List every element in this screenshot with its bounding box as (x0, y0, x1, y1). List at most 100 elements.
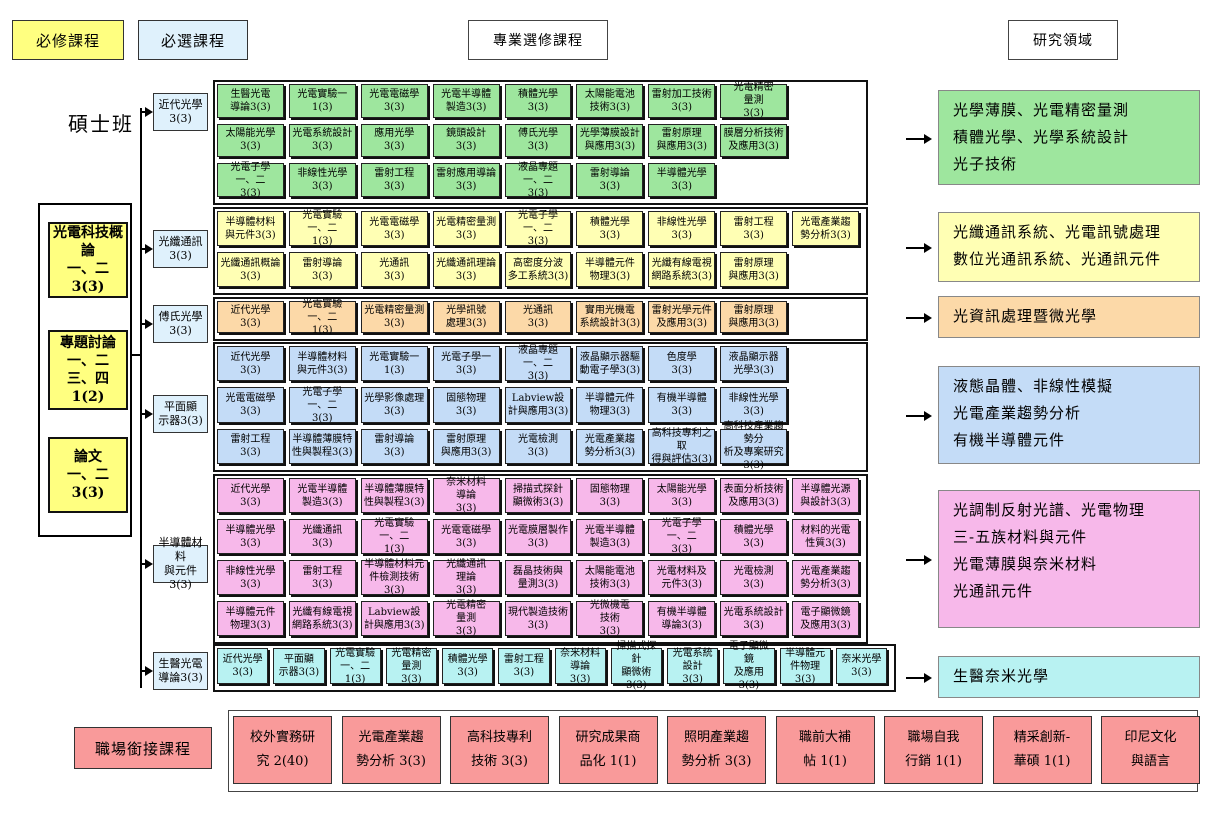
course-cell: 雷射原理 與應用3(3) (720, 252, 788, 287)
workplace-course: 印尼文化 與語言 (1101, 716, 1200, 784)
course-cell: 積體光學 3(3) (504, 84, 572, 118)
workplace-course: 光電產業趨 勢分析 3(3) (341, 716, 441, 784)
course-cell: 光電半導體 製造3(3) (288, 478, 356, 513)
course-cell: 光電系統設計 3(3) (288, 123, 356, 158)
course-cell: 光電電磁學 3(3) (217, 387, 284, 423)
workplace-course: 校外實務研 究 2(40) (233, 716, 332, 784)
research-area: 液態晶體、非線性模擬 光電產業趨勢分析 有機半導體元件 (938, 366, 1200, 464)
course-cell: 積體光學 3(3) (442, 648, 494, 684)
course-cell: 光學訊號 處理3(3) (432, 301, 500, 333)
course-cell: 現代製造技術 3(3) (504, 601, 572, 636)
course-cell: 雷射加工技術 3(3) (648, 84, 716, 118)
course-cell: 應用光學 3(3) (360, 123, 428, 158)
course-cell: 光電精密量測 3(3) (360, 301, 428, 333)
course-cell: 光電實驗 一、二 1(3) (329, 648, 381, 685)
course-cell: 材料的光電 性質3(3) (792, 519, 859, 554)
research-arrow (906, 313, 932, 323)
course-cell: 雷射工程 3(3) (217, 428, 284, 464)
course-cell: 光通訊 3(3) (360, 252, 428, 287)
course-cell: 光纖通訊概論 3(3) (217, 252, 284, 287)
course-cell: 液晶專題 一、二 3(3) (504, 162, 572, 199)
course-cell: 非線性光學 3(3) (720, 387, 788, 423)
legend-core-elective: 必選課程 (138, 20, 248, 60)
course-cell: 半導體元件 物理3(3) (576, 252, 644, 287)
course-cell: 光纖有線電視 網路系統3(3) (648, 252, 716, 287)
course-cell: 光電實驗 一、二 1(3) (360, 518, 428, 555)
course-cell: 光纖通訊理論 3(3) (432, 252, 500, 287)
course-cell: 平面顯 示器3(3) (273, 648, 325, 684)
course-cell: 半導體材料元 件檢測技術3(3) (360, 559, 428, 596)
course-cell: 光電精密 量測 3(3) (385, 648, 437, 685)
category-box: 傅氏光學 3(3) (153, 305, 208, 343)
course-cell: 半導體元 件物理3(3) (779, 648, 831, 685)
category-box: 平面顯 示器3(3) (153, 395, 208, 433)
course-cell: 液晶專題 一、二 3(3) (504, 345, 572, 382)
course-cell: 太陽能電池 技術3(3) (576, 84, 644, 118)
course-cell: 電子顯微鏡 及應用3(3) (792, 601, 859, 636)
course-cell: 光電子學 一、二 3(3) (288, 387, 356, 424)
core-course: 光電科技概論 一、二 3(3) (48, 222, 128, 298)
course-cell: 奈米光學 3(3) (835, 648, 887, 684)
research-area: 光調制反射光譜、光電物理 三-五族材料與元件 光電薄膜與奈米材料 光通訊元件 (938, 490, 1200, 628)
course-cell: 雷射原理 與應用3(3) (648, 123, 716, 158)
course-cell: 光學薄膜設計 與應用3(3) (576, 123, 644, 158)
course-cell: 太陽能光學 3(3) (648, 478, 716, 513)
course-cell: 表面分析技術 及應用3(3) (720, 478, 788, 513)
core-course: 專題討論 一、二 三、四 1(2) (48, 330, 128, 410)
research-arrow (906, 555, 932, 565)
course-cell: 雷射導論 3(3) (360, 428, 428, 464)
course-cell: 半導體元件 物理3(3) (576, 387, 644, 423)
research-area: 光學薄膜、光電精密量測 積體光學、光學系統設計 光子技術 (938, 90, 1200, 185)
research-area: 光資訊處理暨微光學 (938, 296, 1200, 338)
course-cell: 色度學 3(3) (648, 346, 716, 382)
course-cell: 雷射導論 3(3) (576, 163, 644, 197)
course-cell: 光電實驗一 1(3) (360, 346, 428, 382)
research-arrow (906, 243, 932, 253)
course-cell: 半導體薄膜特 性與製程3(3) (360, 478, 428, 513)
course-cell: 高科技產業趨勢分 析及專案研究3(3) (720, 421, 788, 471)
course-cell: 固態物理 3(3) (432, 387, 500, 423)
legend-required: 必修課程 (12, 20, 124, 60)
course-cell: 光電實驗 一、二 1(3) (288, 210, 356, 247)
course-cell: 液晶顯示器 光學3(3) (720, 346, 788, 382)
course-cell: 光纖通訊 3(3) (288, 519, 356, 554)
workplace-course: 高科技專利 技術 3(3) (450, 716, 549, 784)
course-cell: 半導體材料 與元件3(3) (288, 346, 356, 382)
course-cell: 雷射光學元件 及應用3(3) (648, 301, 716, 333)
course-cell: 半導體光學 3(3) (648, 163, 716, 197)
course-cell: 光電系統設計 3(3) (720, 601, 788, 636)
course-cell: 光電電磁學 3(3) (360, 84, 428, 118)
course-cell: 光電精密 量測 3(3) (720, 82, 788, 119)
course-cell: 光電半導體 製造3(3) (576, 519, 644, 554)
course-cell: 磊晶技術與 量測3(3) (504, 560, 572, 595)
course-cell: 光電子學 一、二 3(3) (648, 518, 716, 555)
category-box: 半導體材料 與元件3(3) (153, 536, 208, 591)
course-cell: 光電實驗 一、二 1(3) (288, 299, 356, 336)
course-cell: 膜層分析技術 及應用3(3) (720, 123, 788, 158)
course-cell: 雷射導論 3(3) (288, 252, 356, 287)
course-cell: 積體光學 3(3) (720, 519, 788, 554)
connector-arrow (140, 666, 153, 676)
course-cell: 積體光學 3(3) (576, 211, 644, 246)
course-cell: 光電子學一 3(3) (432, 346, 500, 382)
course-cell: 半導體光源 與設計3(3) (792, 478, 859, 513)
course-cell: 光電電磁學 3(3) (432, 519, 500, 554)
legend-workplace: 職場銜接課程 (74, 727, 212, 769)
course-cell: Labview設 計與應用3(3) (360, 601, 428, 636)
course-cell: 光電實驗一 1(3) (288, 84, 356, 118)
course-cell: 太陽能光學 3(3) (217, 123, 284, 158)
course-cell: 光電產業趨 勢分析3(3) (792, 211, 859, 246)
course-cell: 光電半導體 製造3(3) (432, 84, 500, 118)
course-cell: 半導體薄膜特 性與製程3(3) (288, 428, 356, 464)
course-cell: 光電檢測 3(3) (504, 428, 572, 464)
core-course: 論文 一、二 3(3) (48, 437, 128, 513)
course-cell: 有機半導體 3(3) (648, 387, 716, 423)
connector-arrow (140, 319, 153, 329)
course-cell: 傅氏光學 3(3) (504, 123, 572, 158)
course-cell: 近代光學 3(3) (217, 478, 284, 513)
course-cell: 光電材料及 元件3(3) (648, 560, 716, 595)
header-research: 研究領域 (1008, 20, 1118, 60)
course-cell: 半導體元件 物理3(3) (217, 601, 284, 636)
course-cell: 雷射原理 與應用3(3) (720, 301, 788, 333)
course-cell: 掃描式探針 顯微術3(3) (610, 641, 662, 691)
